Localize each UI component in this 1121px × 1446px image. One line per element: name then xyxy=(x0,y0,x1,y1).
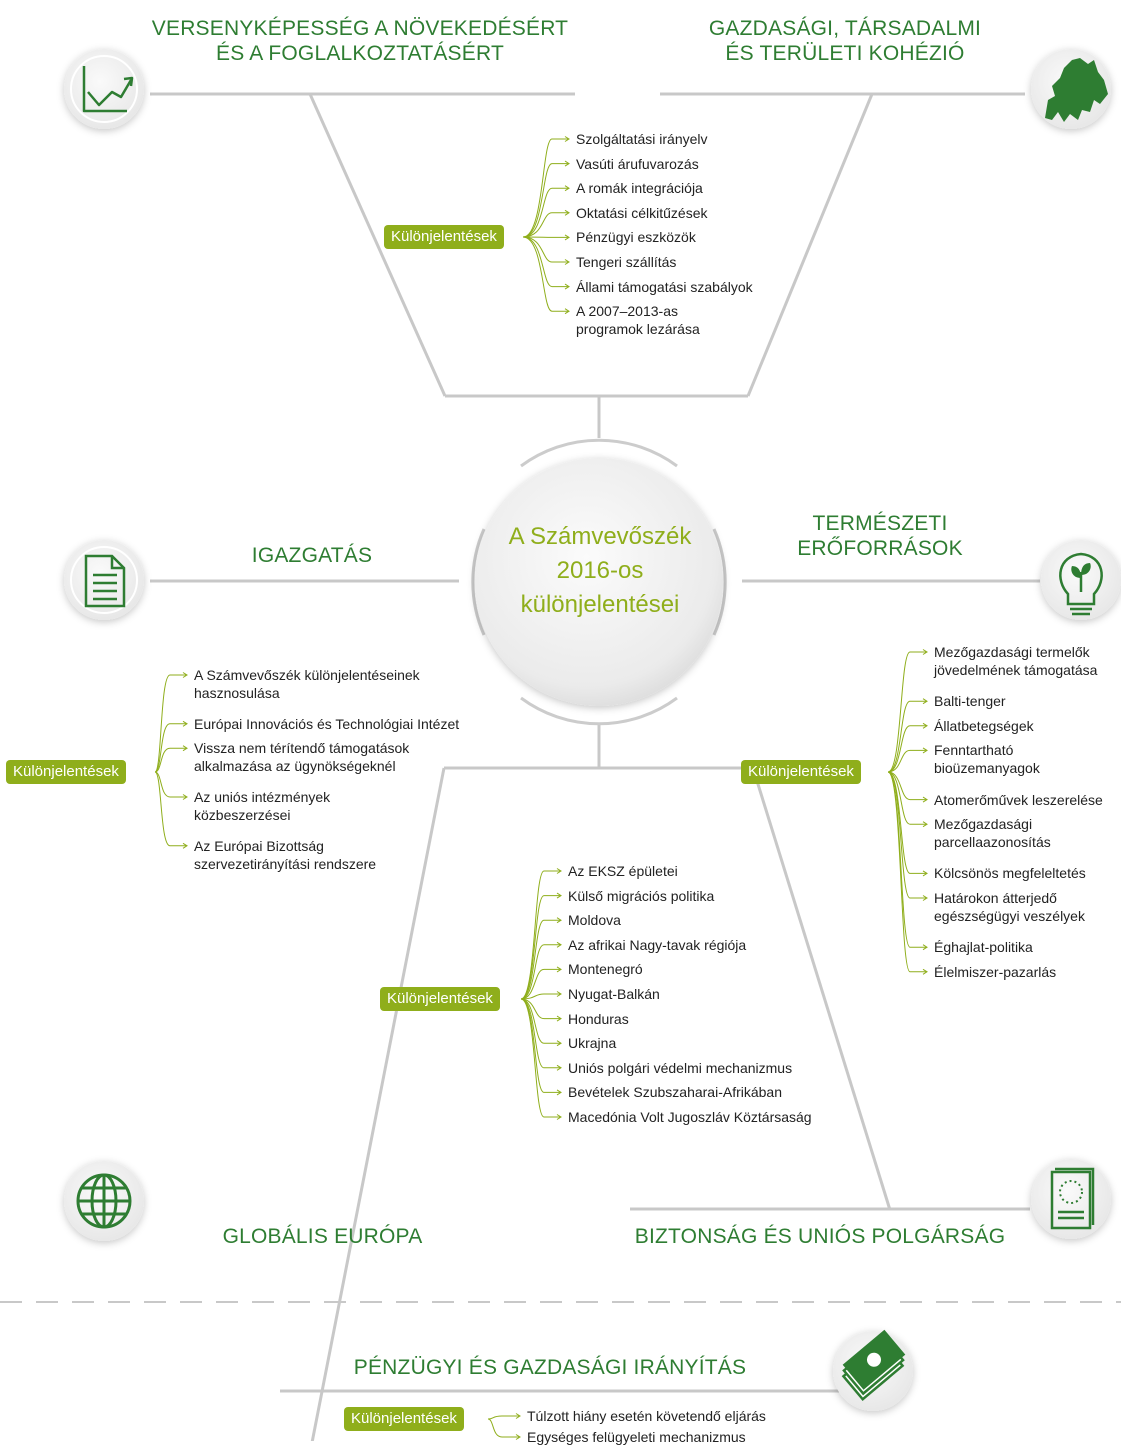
center-title: A Számvevőszék 2016-os különjelentései xyxy=(477,520,723,622)
report-item: Túlzott hiány esetén követendő eljárás xyxy=(527,1407,766,1425)
report-item-line: Szolgáltatási irányelv xyxy=(576,130,708,148)
report-item-line: Tengeri szállítás xyxy=(576,253,676,271)
report-item-line: Atomerőművek leszerelése xyxy=(934,791,1103,809)
report-item: Oktatási célkitűzések xyxy=(576,204,708,222)
heading-termeszeti: TERMÉSZETI ERŐFORRÁSOK xyxy=(770,511,990,561)
report-item-line: Vasúti árufuvarozás xyxy=(576,155,699,173)
report-item-line: Határokon átterjedő xyxy=(934,889,1085,907)
heading-biztonsag: BIZTONSÁG ÉS UNIÓS POLGÁRSÁG xyxy=(610,1224,1030,1249)
report-item: Az afrikai Nagy-tavak régiója xyxy=(568,936,746,954)
report-item-line: Az afrikai Nagy-tavak régiója xyxy=(568,936,746,954)
report-item-line: Mezőgazdasági termelők xyxy=(934,643,1097,661)
report-item: Külső migrációs politika xyxy=(568,887,714,905)
report-item-line: Az Európai Bizottság xyxy=(194,837,376,855)
report-item-line: parcellaazonosítás xyxy=(934,833,1051,851)
report-item-line: Élelmiszer-pazarlás xyxy=(934,963,1056,981)
report-item-line: egészségügyi veszélyek xyxy=(934,907,1085,925)
report-item: Szolgáltatási irányelv xyxy=(576,130,708,148)
report-item: Állatbetegségek xyxy=(934,717,1034,735)
report-item-line: Pénzügyi eszközök xyxy=(576,228,696,246)
report-item: Élelmiszer-pazarlás xyxy=(934,963,1056,981)
report-item: Honduras xyxy=(568,1010,629,1028)
report-item-line: Mezőgazdasági xyxy=(934,815,1051,833)
heading-igazgatas: IGAZGATÁS xyxy=(212,543,412,568)
report-item-line: Ukrajna xyxy=(568,1034,616,1052)
report-item-line: Kölcsönös megfeleltetés xyxy=(934,864,1086,882)
report-item-line: Montenegró xyxy=(568,960,643,978)
report-item: Európai Innovációs és Technológiai Intéz… xyxy=(194,715,459,733)
report-item-line: Külső migrációs politika xyxy=(568,887,714,905)
tag-top: Különjelentések xyxy=(384,225,504,249)
tag-right: Különjelentések xyxy=(741,760,861,784)
heading-penzugyi: PÉNZÜGYI ÉS GAZDASÁGI IRÁNYÍTÁS xyxy=(290,1355,810,1380)
report-item-line: Állatbetegségek xyxy=(934,717,1034,735)
report-item: Tengeri szállítás xyxy=(576,253,676,271)
report-item-line: A romák integrációja xyxy=(576,179,703,197)
report-item-line: Vissza nem térítendő támogatások xyxy=(194,739,409,757)
report-item: Macedónia Volt Jugoszláv Köztársaság xyxy=(568,1108,812,1126)
report-item-line: Túlzott hiány esetén követendő eljárás xyxy=(527,1407,766,1425)
report-item-line: Moldova xyxy=(568,911,621,929)
report-item-line: Éghajlat-politika xyxy=(934,938,1033,956)
report-item-line: közbeszerzései xyxy=(194,806,330,824)
report-item: Éghajlat-politika xyxy=(934,938,1033,956)
report-item: Pénzügyi eszközök xyxy=(576,228,696,246)
report-item: Vasúti árufuvarozás xyxy=(576,155,699,173)
report-item-line: alkalmazása az ügynökségeknél xyxy=(194,757,409,775)
report-item-line: Macedónia Volt Jugoszláv Köztársaság xyxy=(568,1108,812,1126)
tag-left: Különjelentések xyxy=(6,760,126,784)
report-item-line: Egységes felügyeleti mechanizmus xyxy=(527,1428,746,1446)
report-item: Uniós polgári védelmi mechanizmus xyxy=(568,1059,792,1077)
heading-versenykepesseg: VERSENYKÉPESSÉG A NÖVEKEDÉSÉRT ÉS A FOGL… xyxy=(130,16,590,66)
report-item-line: Az uniós intézmények xyxy=(194,788,330,806)
report-item: Ukrajna xyxy=(568,1034,616,1052)
report-item: Atomerőművek leszerelése xyxy=(934,791,1103,809)
report-item: Bevételek Szubszaharai-Afrikában xyxy=(568,1083,782,1101)
report-item: Egységes felügyeleti mechanizmus xyxy=(527,1428,746,1446)
report-item-line: Az EKSZ épületei xyxy=(568,862,678,880)
report-item-line: A Számvevőszék különjelentéseinek xyxy=(194,666,420,684)
report-item-line: hasznosulása xyxy=(194,684,420,702)
report-item: Nyugat-Balkán xyxy=(568,985,660,1003)
report-item-line: jövedelmének támogatása xyxy=(934,661,1097,679)
report-item-line: Honduras xyxy=(568,1010,629,1028)
report-item: Állami támogatási szabályok xyxy=(576,278,753,296)
report-item: Balti-tenger xyxy=(934,692,1006,710)
report-item-line: Nyugat-Balkán xyxy=(568,985,660,1003)
tag-bottom: Különjelentések xyxy=(380,987,500,1011)
report-item-line: szervezetirányítási rendszere xyxy=(194,855,376,873)
report-item: Kölcsönös megfeleltetés xyxy=(934,864,1086,882)
report-item-line: A 2007–2013-as xyxy=(576,302,700,320)
report-item: Moldova xyxy=(568,911,621,929)
report-item-line: Bevételek Szubszaharai-Afrikában xyxy=(568,1083,782,1101)
heading-globalis: GLOBÁLIS EURÓPA xyxy=(190,1224,455,1249)
report-item: A romák integrációja xyxy=(576,179,703,197)
report-item-line: Oktatási célkitűzések xyxy=(576,204,708,222)
report-item-line: Uniós polgári védelmi mechanizmus xyxy=(568,1059,792,1077)
report-item: Montenegró xyxy=(568,960,643,978)
report-item-line: programok lezárása xyxy=(576,320,700,338)
tag-penzugyi: Különjelentések xyxy=(344,1407,464,1431)
report-item-line: bioüzemanyagok xyxy=(934,759,1040,777)
report-item-line: Állami támogatási szabályok xyxy=(576,278,753,296)
heading-kohezio: GAZDASÁGI, TÁRSADALMI ÉS TERÜLETI KOHÉZI… xyxy=(660,16,1030,66)
report-item-line: Fenntartható xyxy=(934,741,1040,759)
report-item-line: Európai Innovációs és Technológiai Intéz… xyxy=(194,715,459,733)
report-item: Az EKSZ épületei xyxy=(568,862,678,880)
report-item-line: Balti-tenger xyxy=(934,692,1006,710)
